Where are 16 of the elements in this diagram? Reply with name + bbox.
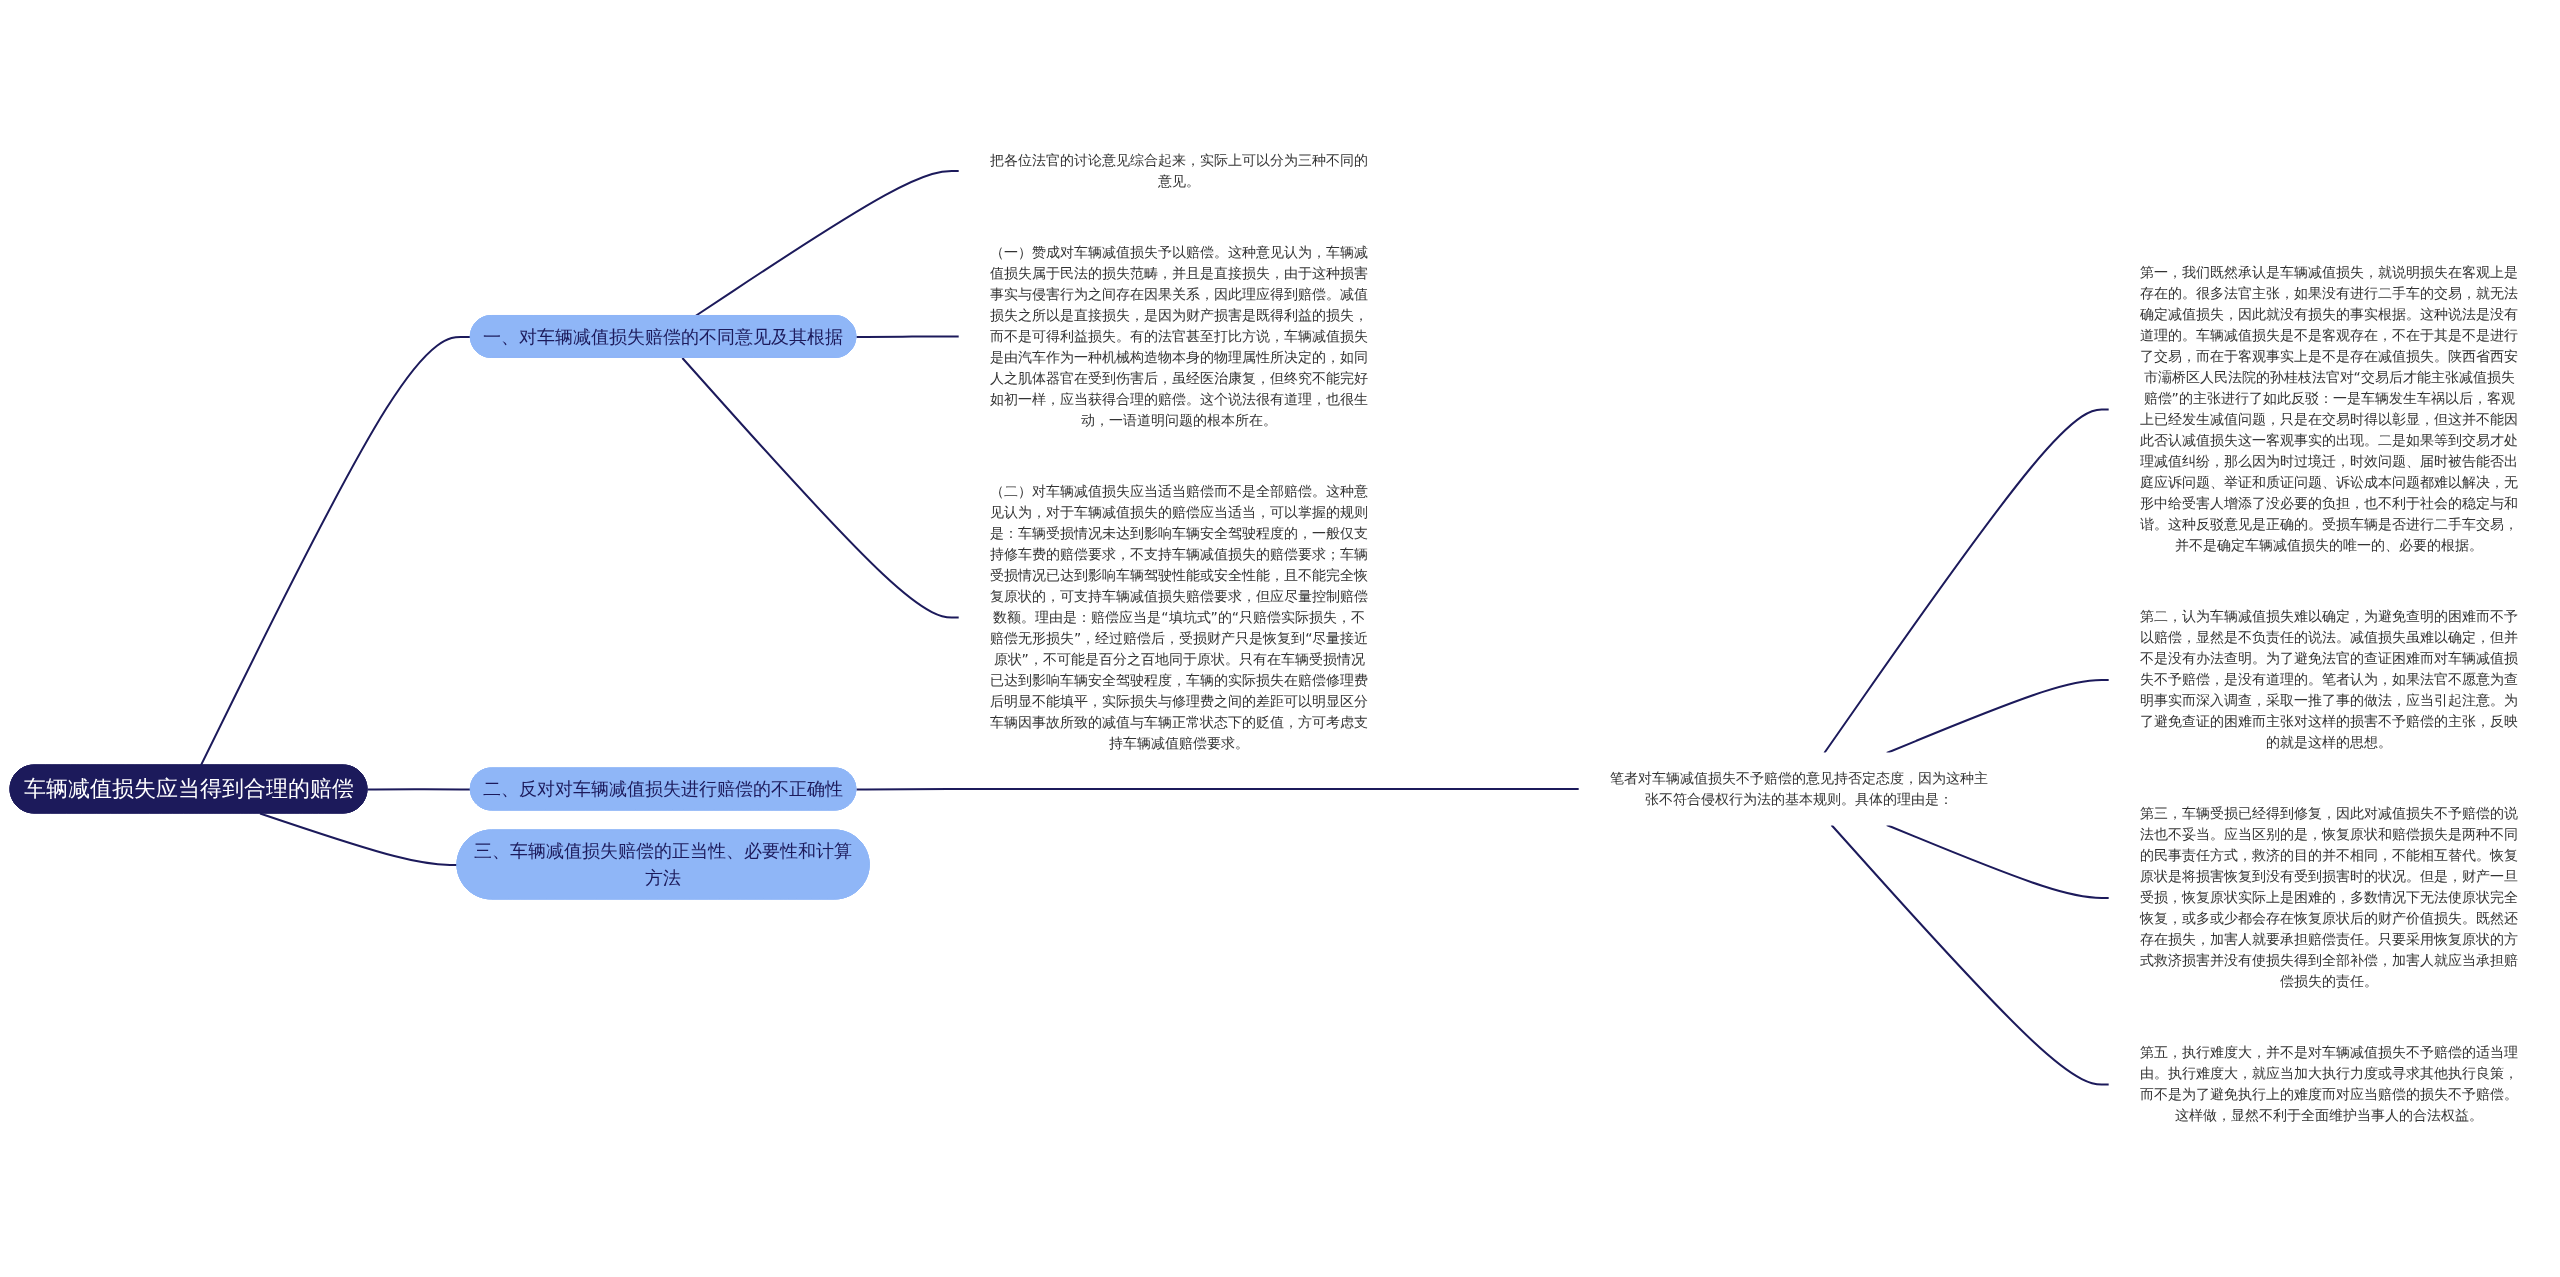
connector (855, 788, 1581, 791)
connector (855, 335, 961, 339)
node-text: （一）赞成对车辆减值损失予以赔偿。这种意见认为，车辆减值损失属于民法的损失范畴，并且是直接损失，由于这种损害事实与侵害行为之间存在因果关系，因此理应得到赔偿。减值损失之所以是直接损失，是因为财产损害是既得利益的损失，而不是可得利益损失。有的法官甚至打比方说，车辆减值损失是由汽车作为一种机械构造物本身的物理属性所决定的，如同人之肌体器官在受到伤害后，虽经医治康复，但终究不能完好如初一样，应当获得合理的赔偿。这个说法很有道理，也很生动，一语道明问题的根本所在。 (990, 244, 1369, 429)
connector (259, 812, 459, 867)
node-text: 第三，车辆受损已经得到修复，因此对减值损失不予赔偿的说法也不妥当。应当区别的是，恢复原状和赔偿损失是两种不同的民事责任方式，救济的目的并不相同，不能相互替代。恢复原状是将损害恢复到没有受到损害时的状况。但是，财产一旦受损，恢复原状实际上是困难的，多数情况下无法使原状完全恢复，或多或少都会存在恢复原状后的财产价值损失。既然还存在损失，加害人就要承担赔偿责任。只要采用恢复原状的方式救济损害并没有使损失得到全部补偿，加害人就应当承担赔偿损失的责任。 (2140, 805, 2519, 990)
connector (1886, 679, 2111, 755)
connector (681, 357, 961, 619)
node-text: 第二，认为车辆减值损失难以确定，为避免查明的困难而不予以赔偿，显然是不负责任的说法。减值损失虽难以确定，但并不是没有办法查明。为了避免法官的查证困难而对车辆减值损失不予赔偿，是没有道理的。笔者认为，如果法官不愿意为查明事实而深入调查，采取一推了事的做法，应当引起注意。为了避免查证的困难而主张对这样的损害不予赔偿的主张，反映的就是这样的思想。 (2140, 608, 2519, 751)
node-text: 把各位法官的讨论意见综合起来，实际上可以分为三种不同的意见。 (990, 152, 1369, 190)
connector (1823, 408, 2111, 755)
connector (1886, 824, 2111, 900)
node-text: 第五，执行难度大，并不是对车辆减值损失不予赔偿的适当理由。执行难度大，就应当加大执行力度或寻求其他执行良策，而不是为了避免执行上的难度而对应当赔偿的损失不予赔偿。这样做，显然不利于全面维护当事人的合法权益。 (2140, 1044, 2519, 1124)
connector (1830, 824, 2111, 1086)
node-text: （二）对车辆减值损失应当适当赔偿而不是全部赔偿。这种意见认为，对于车辆减值损失的赔偿应当适当，可以掌握的规则是：车辆受损情况未达到影响车辆安全驾驶程度的，一般仅支持修车费的赔偿要求，不支持车辆减值损失的赔偿要求；车辆受损情况已达到影响车辆驾驶性能或安全性能，且不能完全恢复原状的，可支持车辆减值损失赔偿要求，但应尽量控制赔偿数额。理由是：赔偿应当是“填坑式”的“只赔偿实际损失，不赔偿无形损失”，经过赔偿后，受损财产只是恢复到“尽量接近原状”，不可能是百分之百地同于原状。只有在车辆受损情况已达到影响车辆安全驾驶程度，车辆的实际损失在赔偿修理费后明显不能填平，实际损失与修理费之间的差距可以明显区分车辆因事故所致的减值与车辆正常状态下的贬值，方可考虑支持车辆减值赔偿要求。 (990, 483, 1369, 752)
node-text: 笔者对车辆减值损失不予赔偿的意见持否定态度，因为这种主张不符合侵权行为法的基本规则。具体的理由是： (1610, 770, 1989, 808)
node-text: 第一，我们既然承认是车辆减值损失，就说明损失在客观上是存在的。很多法官主张，如果没有进行二手车的交易，就无法确定减值损失，因此就没有损失的事实根据。这种说法是没有道理的。车辆减值损失是不是客观存在，不在于其是不是进行了交易，而在于客观事实上是不是存在减值损失。陕西省西安市灞桥区人民法院的孙桂枝法官对“交易后才能主张减值损失赔偿”的主张进行了如此反驳：一是车辆发生车祸以后，客观上已经发生减值问题，只是在交易时得以彰显，但这并不能因此否认减值损失这一客观事实的出现。二是如果等到交易才处理减值纠纷，那么因为时过境迁，时效问题、届时被告能否出庭应诉问题、举证和质证问题、诉讼成本问题都难以解决，无形中给受害人增添了没必要的负担，也不利于社会的稳定与和谐。这种反驳意见是正确的。受损车辆是否进行二手车交易，并不是确定车辆减值损失的唯一的、必要的根据。 (2140, 264, 2519, 554)
